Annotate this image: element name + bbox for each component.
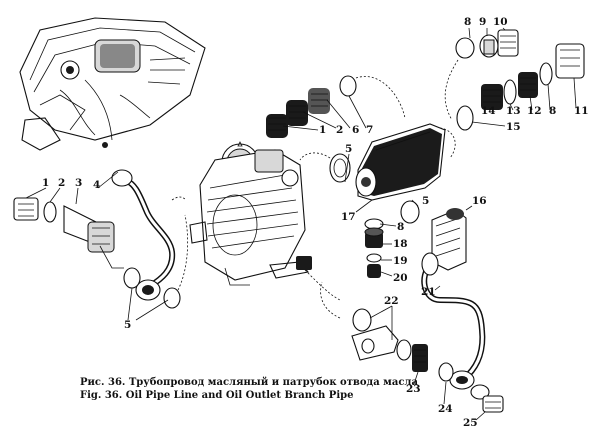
callout-14: 14 <box>481 105 496 117</box>
callout-19: 19 <box>393 255 408 267</box>
callout-10-top: 10 <box>493 16 508 28</box>
callout-7-upper: 7 <box>366 124 374 136</box>
callout-23: 23 <box>406 383 421 395</box>
callout-22: 22 <box>384 295 399 307</box>
right-oil-pipe-21 <box>421 252 486 390</box>
callout-2-upper: 2 <box>336 124 344 136</box>
callout-8-mid: 8 <box>397 221 405 233</box>
callout-20: 20 <box>393 272 408 284</box>
small-fittings-18-20 <box>364 227 384 278</box>
callout-8-right: 8 <box>549 105 557 117</box>
callout-5-mid: 5 <box>345 143 353 155</box>
central-pump-assembly <box>189 141 312 286</box>
callout-24: 24 <box>438 403 453 415</box>
top-right-fittings <box>444 29 519 121</box>
callout-1-left: 1 <box>42 177 50 189</box>
callout-6-upper: 6 <box>352 124 360 136</box>
left-fittings-cluster <box>13 169 189 309</box>
callout-4-left: 4 <box>93 179 101 191</box>
callout-17: 17 <box>341 211 356 223</box>
callout-25: 25 <box>463 417 478 429</box>
callout-8-top: 8 <box>464 16 472 28</box>
engine-block-inset <box>19 17 206 151</box>
callout-3-left: 3 <box>75 177 83 189</box>
callout-16: 16 <box>472 195 487 207</box>
callout-5-left: 5 <box>124 319 132 331</box>
callout-5-mid-b: 5 <box>422 195 430 207</box>
callout-15: 15 <box>506 121 521 133</box>
callout-18: 18 <box>393 238 408 250</box>
callout-21: 21 <box>421 286 436 298</box>
callout-11: 11 <box>574 105 589 117</box>
callout-13: 13 <box>506 105 521 117</box>
callout-2-left: 2 <box>58 177 66 189</box>
lower-fittings <box>304 269 504 413</box>
caption-english: Fig. 36. Oil Pipe Line and Oil Outlet Br… <box>80 390 354 401</box>
caption-russian: Рис. 36. Трубопровод масляный и патрубок… <box>80 377 418 388</box>
callout-leaders <box>25 27 577 421</box>
upper-fittings <box>266 75 406 138</box>
callout-1-upper: 1 <box>319 124 327 136</box>
mid-gaskets <box>299 152 420 230</box>
right-fittings-cluster <box>456 43 585 131</box>
callout-9-top: 9 <box>479 16 487 28</box>
oil-outlet-branch-pipe <box>355 123 456 201</box>
callout-12: 12 <box>527 105 542 117</box>
